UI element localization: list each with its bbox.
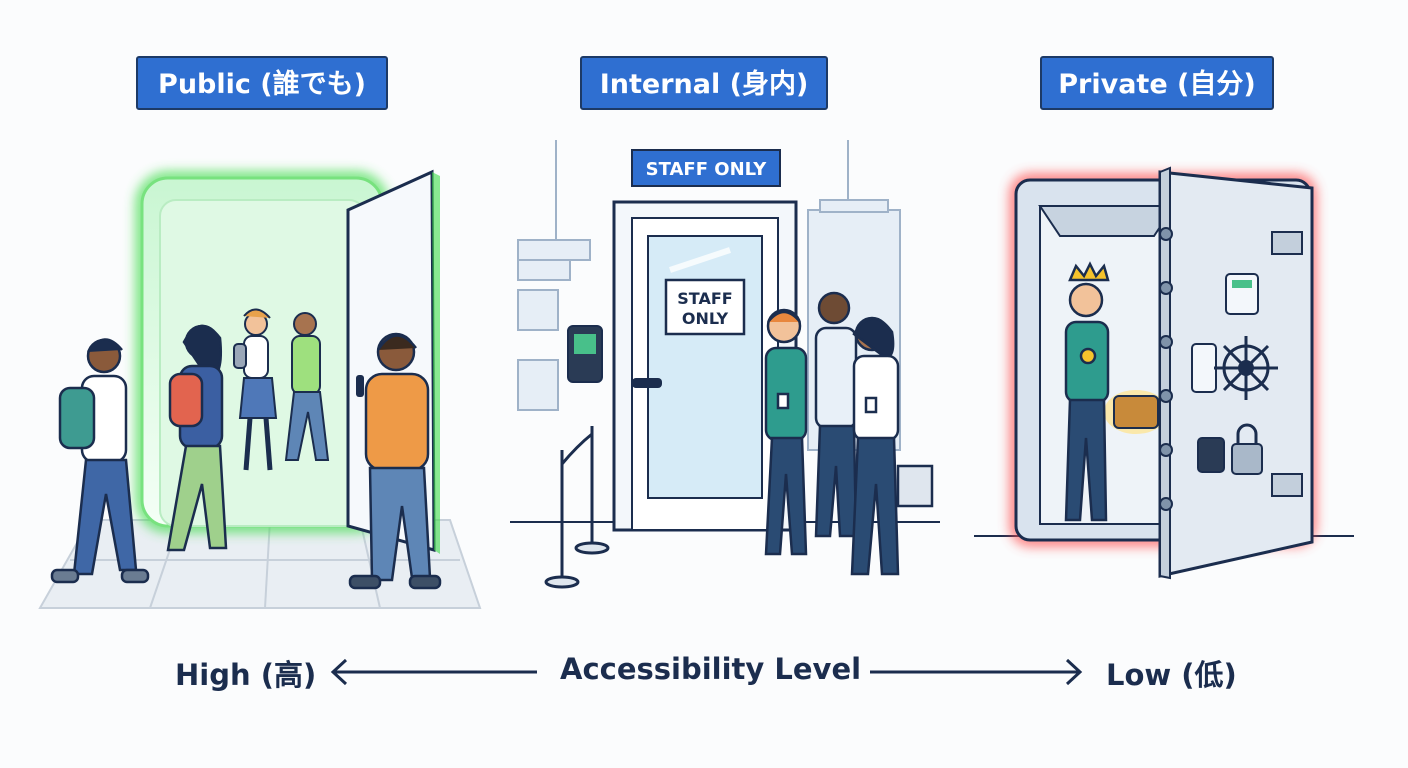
private-label: Private (自分) — [1040, 56, 1274, 110]
axis-low-label: Low (低) — [1106, 652, 1237, 694]
private-vault-illustration — [970, 130, 1360, 600]
public-label: Public (誰でも) — [136, 56, 388, 110]
staff-only-door-text-line2: ONLY — [682, 309, 729, 328]
staff-only-header-text: STAFF ONLY — [646, 159, 768, 180]
staff-only-door-text-line1: STAFF — [677, 289, 732, 308]
axis-title: Accessibility Level — [560, 652, 861, 686]
public-open-door-illustration — [30, 130, 490, 620]
internal-staff-door-illustration: STAFF ONLY STAFF ONLY — [510, 130, 940, 600]
internal-label: Internal (身内) — [580, 56, 828, 110]
accessibility-axis: High (高) Accessibility Level Low (低) — [0, 640, 1408, 700]
